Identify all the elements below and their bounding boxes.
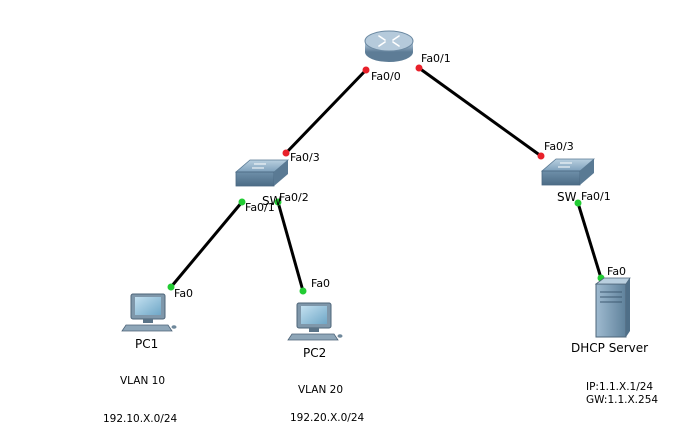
cable-swright-server[interactable] — [576, 202, 603, 279]
switch-right-arrows-icon — [558, 162, 572, 168]
switch-left[interactable] — [234, 159, 290, 187]
server-drive-bays — [600, 291, 622, 303]
port-label-router-fa01: Fa0/1 — [421, 52, 451, 65]
pc1-label: PC1 — [135, 337, 158, 351]
sw-right-label: SW — [557, 190, 577, 204]
pc1-stand — [143, 319, 153, 323]
port-label-pc2-fa0: Fa0 — [311, 277, 330, 290]
port-label-swr-fa01: Fa0/1 — [581, 190, 611, 203]
port-label-swl-fa03: Fa0/3 — [290, 151, 320, 164]
port-label-pc1-fa0: Fa0 — [174, 287, 193, 300]
port-labels: Fa0/0 Fa0/1 Fa0/3 Fa0/2 Fa0/1 Fa0/3 Fa0/… — [174, 52, 626, 300]
dhcp-server[interactable] — [594, 277, 631, 338]
server-tower-side — [626, 278, 630, 337]
port-label-swl-fa01: Fa0/1 — [245, 201, 275, 214]
note-vlan20: VLAN 20 — [298, 384, 343, 396]
cables — [169, 66, 603, 292]
link-light-router-fa01 — [415, 64, 423, 72]
pc2-screen — [301, 306, 327, 324]
note-server-gw: GW:1.1.X.254 — [586, 394, 658, 406]
cable-router-swleft[interactable] — [284, 68, 368, 155]
switch-right-front — [541, 170, 581, 186]
pc1-mouse-icon — [171, 325, 177, 329]
note-net20: 192.20.X.0/24 — [290, 412, 365, 424]
router-arrows-icon — [378, 35, 400, 47]
pc2-stand — [309, 328, 319, 332]
switch-left-front — [235, 171, 275, 187]
pc1-keyboard — [121, 324, 173, 332]
server-tower — [595, 283, 627, 338]
device-labels: SW SW PC1 PC2 DHCP Server — [135, 190, 648, 360]
router-top — [364, 30, 414, 52]
link-lights — [167, 64, 605, 295]
cable-router-swright[interactable] — [418, 66, 542, 158]
pc1[interactable] — [121, 293, 177, 332]
link-light-swl-fa02 — [274, 198, 282, 206]
pc2[interactable] — [287, 302, 343, 341]
link-light-swl-fa03 — [282, 149, 290, 157]
note-vlan10: VLAN 10 — [120, 375, 165, 387]
pc1-screen — [135, 297, 161, 315]
port-label-server-fa0: Fa0 — [607, 265, 626, 278]
port-label-router-fa00: Fa0/0 — [371, 70, 401, 83]
link-light-swr-fa01 — [574, 199, 582, 207]
port-label-swl-fa02: Fa0/2 — [279, 191, 309, 204]
network-notes: VLAN 10 VLAN 20 192.10.X.0/24 192.20.X.0… — [103, 375, 658, 425]
link-light-swr-fa03 — [537, 152, 545, 160]
pc2-label: PC2 — [303, 346, 326, 360]
server-label: DHCP Server — [571, 341, 648, 355]
cable-swleft-pc1[interactable] — [169, 201, 244, 288]
link-light-swl-fa01 — [238, 198, 246, 206]
note-net10: 192.10.X.0/24 — [103, 413, 178, 425]
switch-right-side — [580, 159, 594, 185]
pc2-mouse-icon — [337, 334, 343, 338]
switch-left-side — [274, 160, 288, 186]
link-light-router-fa00 — [362, 66, 370, 74]
switch-left-arrows-icon — [252, 163, 266, 169]
link-light-pc1-fa0 — [167, 283, 175, 291]
switch-right[interactable] — [540, 158, 596, 186]
note-server-ip: IP:1.1.X.1/24 — [586, 381, 653, 393]
sw-left-label: SW — [262, 194, 282, 208]
router[interactable] — [364, 30, 414, 62]
port-label-swr-fa03: Fa0/3 — [544, 140, 574, 153]
link-light-pc2-fa0 — [299, 287, 307, 295]
cable-swleft-pc2[interactable] — [276, 201, 305, 292]
pc2-keyboard — [287, 333, 339, 341]
